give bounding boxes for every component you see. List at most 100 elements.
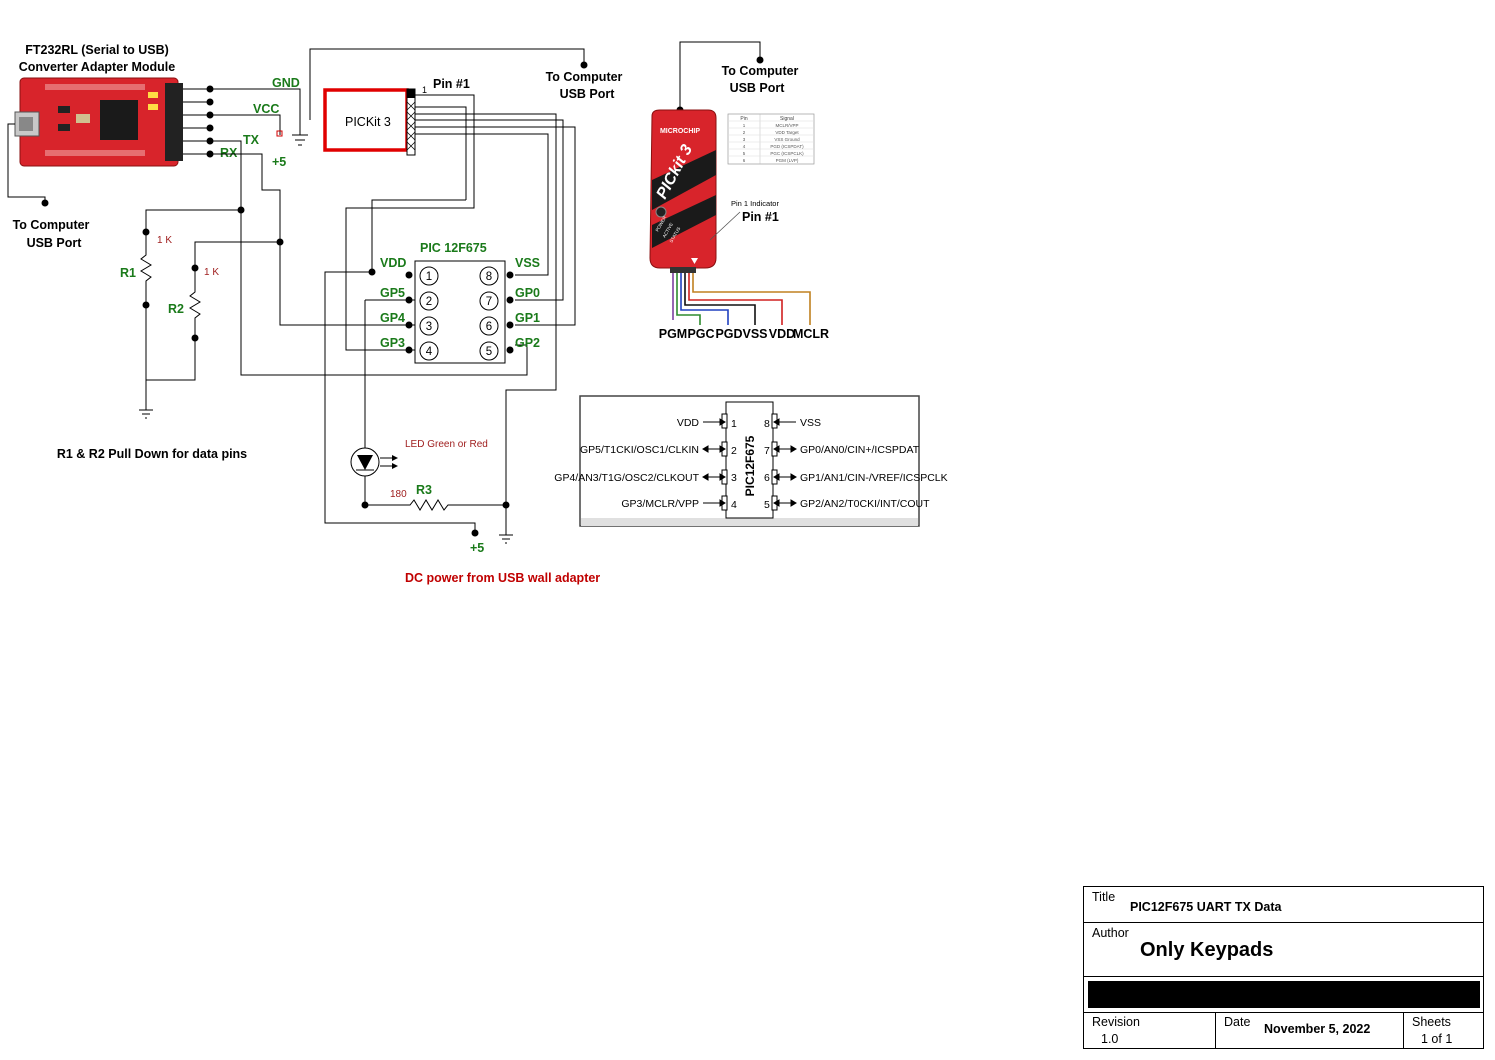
pinout-left3: GP4/AN3/T1G/OSC2/CLKOUT: [554, 472, 699, 484]
r3-resistor: [395, 499, 465, 511]
pic-pin6-num: 6: [486, 321, 492, 333]
photo-wires: [672, 273, 811, 325]
pickit-photo: To Computer USB Port MICROCHIP PICkit 3 …: [649, 41, 829, 341]
date-label: Date: [1224, 1015, 1251, 1029]
r1-name: R1: [120, 266, 136, 280]
table-row-signal: PGD (ICSPDAT): [770, 144, 804, 149]
pickit-pin1-label: Pin #1: [433, 77, 470, 91]
table-row-pin: 2: [743, 130, 746, 135]
pinout-num7: 7: [764, 445, 770, 457]
photo-pin1-indicator: Pin 1 Indicator: [731, 199, 779, 208]
pic-gp0-label: GP0: [515, 286, 540, 300]
table-header-signal: Signal: [780, 116, 794, 122]
ft232-gnd-label: GND: [272, 76, 300, 90]
r2-value: 1 K: [204, 267, 219, 278]
revision-value: 1.0: [1101, 1032, 1119, 1046]
pic-pin7-num: 7: [486, 296, 492, 308]
ft232-usb-line1: To Computer: [13, 218, 90, 232]
r1-value: 1 K: [157, 235, 172, 246]
pickit-box: PICKit 3 Pin #1 1: [323, 77, 470, 156]
pulldown-note: R1 & R2 Pull Down for data pins: [57, 447, 247, 461]
pinout-num6: 6: [764, 472, 770, 484]
power-note: DC power from USB wall adapter: [405, 571, 600, 585]
pinout-left1: VDD: [677, 417, 700, 429]
pinout-right7: GP0/AN0/CIN+/ICSPDAT: [800, 444, 920, 456]
pinout-right6: GP1/AN1/CIN-/VREF/ICSPCLK: [800, 472, 948, 484]
wire-vdd: VDD: [769, 327, 795, 341]
pinout-left4: GP3/MCLR/VPP: [621, 498, 699, 510]
revision-label: Revision: [1092, 1015, 1140, 1029]
table-row-signal: VSS Ground: [774, 137, 800, 142]
redaction-bar: [1088, 981, 1480, 1008]
ft232-module: FT232RL (Serial to USB) Converter Adapte…: [13, 43, 300, 250]
ft232-board-image: [14, 77, 183, 167]
pickit-usb-line1: To Computer: [546, 70, 623, 84]
r3-value: 180: [390, 489, 407, 500]
pic-gp1-label: GP1: [515, 311, 540, 325]
table-row-pin: 6: [743, 158, 746, 163]
revision-cell: Revision 1.0: [1084, 1013, 1216, 1048]
pic-pin3-num: 3: [426, 321, 432, 333]
pic-pin4-num: 4: [426, 346, 433, 358]
photo-usb-line2: USB Port: [730, 81, 786, 95]
wire-pgd: PGD: [715, 327, 742, 341]
pic-pin8-num: 8: [486, 271, 492, 283]
ft232-title-line2: Converter Adapter Module: [19, 60, 176, 74]
table-row-signal: PGC (ICSPCLK): [770, 151, 804, 156]
date-value: November 5, 2022: [1264, 1022, 1371, 1036]
pinout-num5: 5: [764, 499, 770, 511]
ft232-usb-line2: USB Port: [27, 236, 83, 250]
pic-gp5-label: GP5: [380, 286, 405, 300]
table-row-signal: PGM (LVP): [776, 158, 799, 163]
photo-usb-line1: To Computer: [722, 64, 799, 78]
wire-mclr: MCLR: [793, 327, 829, 341]
pinout-num2: 2: [731, 445, 737, 457]
ft232-rx-label: RX: [220, 146, 238, 160]
wire-pgm: PGM: [659, 327, 687, 341]
power-plus5: +5: [470, 541, 484, 555]
title-value: PIC12F675 UART TX Data: [1130, 900, 1282, 914]
table-row-signal: MCLR/VPP: [775, 123, 798, 128]
table-header-pin: Pin: [740, 116, 747, 122]
title-label: Title: [1092, 890, 1116, 904]
pic-gp2-label: GP2: [515, 336, 540, 350]
table-row-signal: VDD Target: [775, 130, 799, 135]
title-block: Title PIC12F675 UART TX Data Author Only…: [1083, 886, 1484, 1049]
photo-brand: MICROCHIP: [660, 128, 700, 135]
author-value: Only Keypads: [1140, 939, 1274, 961]
sheets-cell: Sheets 1 of 1: [1404, 1013, 1483, 1048]
pic-vdd-label: VDD: [380, 256, 406, 270]
wires: [7, 48, 585, 544]
pic-pin1-num: 1: [426, 271, 432, 283]
pinout-num8: 8: [764, 418, 770, 430]
title-cell: Title PIC12F675 UART TX Data: [1084, 887, 1483, 923]
pickit-pin-number: 1: [422, 85, 427, 95]
photo-pin1-label: Pin #1: [742, 210, 779, 224]
ft232-vcc-label: VCC: [253, 102, 279, 116]
pic-pin2-num: 2: [426, 296, 432, 308]
led-symbol: [350, 447, 398, 477]
table-row-pin: 4: [743, 144, 746, 149]
led-label: LED Green or Red: [405, 439, 488, 450]
wire-vss: VSS: [742, 327, 767, 341]
pic-name: PIC 12F675: [420, 241, 487, 255]
date-cell: Date November 5, 2022: [1216, 1013, 1404, 1048]
pickit-usb-line2: USB Port: [560, 87, 616, 101]
pic-gp3-label: GP3: [380, 336, 405, 350]
pic-gp4-label: GP4: [380, 311, 405, 325]
pinout-num1: 1: [731, 418, 737, 430]
ft232-title-line1: FT232RL (Serial to USB): [25, 43, 169, 57]
sheets-value: 1 of 1: [1421, 1032, 1453, 1046]
pickit-label: PICKit 3: [345, 115, 391, 129]
sheets-label: Sheets: [1412, 1015, 1451, 1029]
pinout-right8: VSS: [800, 417, 821, 429]
junction-dots: [41, 61, 588, 537]
redacted-row: [1084, 977, 1483, 1013]
pinout-num4: 4: [731, 499, 737, 511]
wire-pgc: PGC: [687, 327, 714, 341]
pic-vss-label: VSS: [515, 256, 540, 270]
pinout-left2: GP5/T1CKI/OSC1/CLKIN: [580, 444, 699, 456]
pinout-num3: 3: [731, 472, 737, 484]
photo-pin-table: Pin Signal 1 MCLR/VPP 2 VDD Target 3 VSS…: [727, 113, 815, 165]
